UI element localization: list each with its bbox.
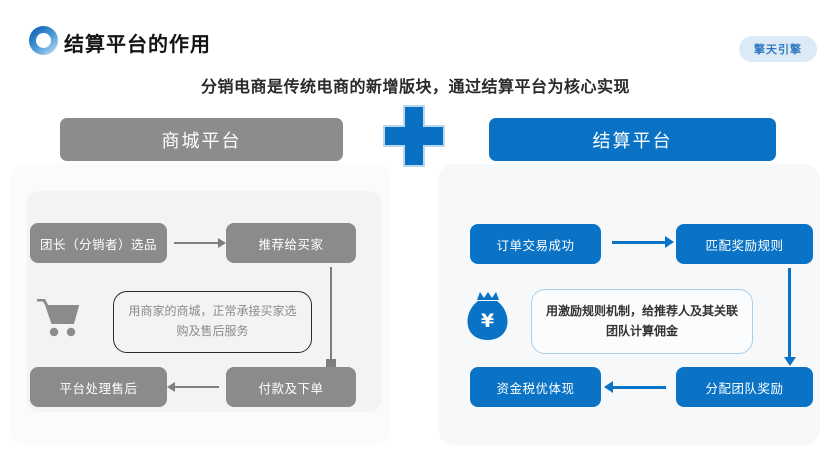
arrow-right-icon (174, 238, 226, 248)
arrow-down-icon (326, 267, 336, 367)
arrow-left-icon (167, 382, 219, 392)
flow-box-match-rules: 匹配奖励规则 (676, 224, 813, 264)
left-section-header: 商城平台 (60, 118, 343, 161)
arrow-down-icon (783, 268, 796, 366)
flow-box-team-rewards: 分配团队奖励 (676, 367, 813, 407)
plus-icon (383, 105, 445, 167)
flow-box-pay-order: 付款及下单 (226, 367, 356, 407)
flow-box-order-success: 订单交易成功 (470, 224, 601, 264)
flow-box-tax-withdraw: 资金税优体现 (470, 367, 601, 407)
flow-box-after-sales: 平台处理售后 (30, 367, 167, 407)
logo-icon (29, 26, 58, 55)
arrow-right-icon (612, 236, 674, 248)
shopping-cart-icon (37, 299, 80, 337)
right-note: 用激励规则机制，给推荐人及其关联团队计算佣金 (531, 289, 753, 354)
right-section-header: 结算平台 (489, 118, 776, 161)
left-note: 用商家的商城，正常承接买家选购及售后服务 (113, 291, 312, 353)
svg-text:¥: ¥ (481, 310, 494, 332)
flow-box-recommend-buyers: 推荐给买家 (226, 223, 356, 263)
money-bag-icon: ¥ (467, 292, 508, 340)
arrow-left-icon (604, 381, 666, 393)
flow-box-select-products: 团长（分销者）选品 (30, 223, 167, 263)
subtitle: 分销电商是传统电商的新增版块，通过结算平台为核心实现 (200, 79, 630, 96)
page-title: 结算平台的作用 (64, 34, 211, 56)
brand-badge: 擎天引擎 (739, 36, 817, 62)
